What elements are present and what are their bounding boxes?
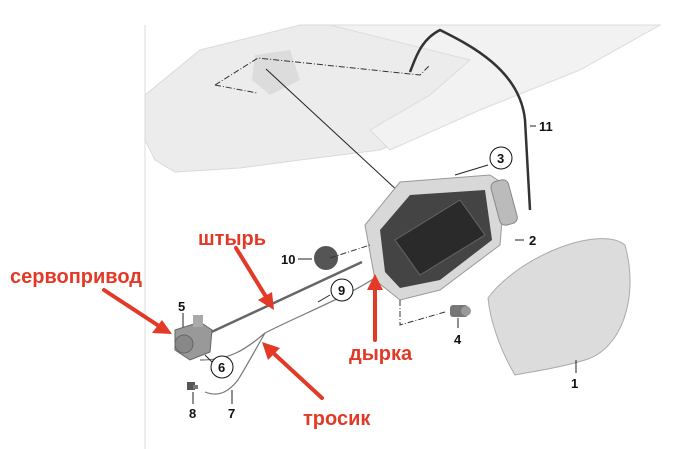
annotation-hole: дырка [349, 343, 413, 365]
annotation-pin: штырь [198, 228, 266, 250]
car-body-illustration [144, 24, 662, 194]
part-number-7: 7 [228, 406, 235, 421]
servo-part-5 [174, 315, 213, 361]
part-number-6: 6 [218, 360, 225, 375]
part-number-5: 5 [178, 299, 185, 314]
callout-circle-6 [210, 355, 234, 379]
annotation-arrows [102, 246, 383, 400]
pin-rod [204, 260, 363, 337]
part-10-grommet [314, 246, 338, 270]
callout-circle-9 [330, 278, 354, 302]
part-number-3: 3 [497, 151, 504, 166]
part-number-1: 1 [571, 376, 578, 391]
part-8-screw [187, 382, 198, 390]
annotation-cable: тросик [303, 408, 371, 430]
leader-lines [182, 125, 577, 404]
part-number-4: 4 [454, 332, 462, 347]
part-number-8: 8 [189, 406, 196, 421]
part-number-11: 11 [539, 119, 553, 134]
hose-part-11 [408, 28, 532, 211]
fuel-flap-part-1 [487, 238, 631, 376]
part-number-9: 9 [338, 283, 345, 298]
part-number-10: 10 [281, 252, 295, 267]
callout-circle-3 [489, 146, 513, 170]
annotation-servo: сервопривод [10, 266, 142, 288]
part-4-bolt [450, 305, 471, 317]
part-number-2: 2 [529, 233, 536, 248]
filler-housing-part-2 [364, 174, 518, 301]
